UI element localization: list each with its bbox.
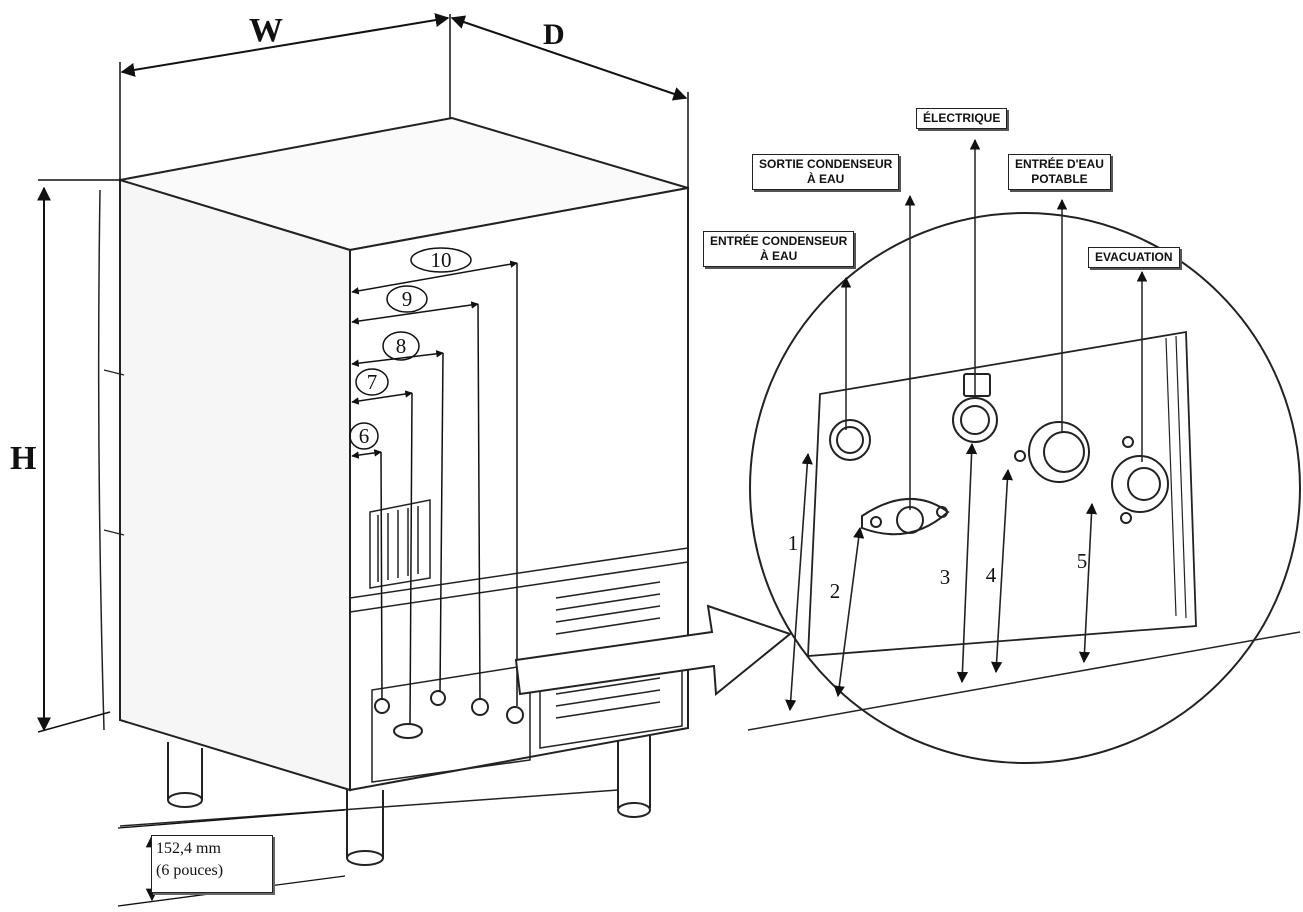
cabinet [97, 116, 689, 866]
connection-number-3: 3 [939, 565, 951, 589]
rear-distance-markers [349, 247, 518, 725]
height-label: H [10, 440, 37, 477]
width-label: W [249, 12, 283, 49]
connection-number-2: 2 [829, 579, 841, 603]
detail-view [747, 138, 1301, 764]
connection-number-1: 1 [787, 531, 799, 555]
depth-label: D [543, 18, 565, 51]
rear-marker-9: 9 [401, 287, 413, 311]
dimension-lines [37, 13, 689, 733]
callout-arrow [514, 604, 793, 696]
rear-marker-10: 10 [430, 248, 452, 272]
connection-number-4: 4 [985, 563, 997, 587]
leg-height-label: 152,4 mm (6 pouces) [151, 835, 273, 893]
connection-number-5: 5 [1076, 549, 1088, 573]
label-electrical: ÉLECTRIQUE [916, 108, 1008, 129]
rear-marker-6: 6 [358, 424, 370, 448]
rear-marker-7: 7 [366, 370, 378, 394]
rear-marker-8: 8 [395, 334, 407, 358]
label-drain: EVACUATION [1088, 247, 1180, 268]
